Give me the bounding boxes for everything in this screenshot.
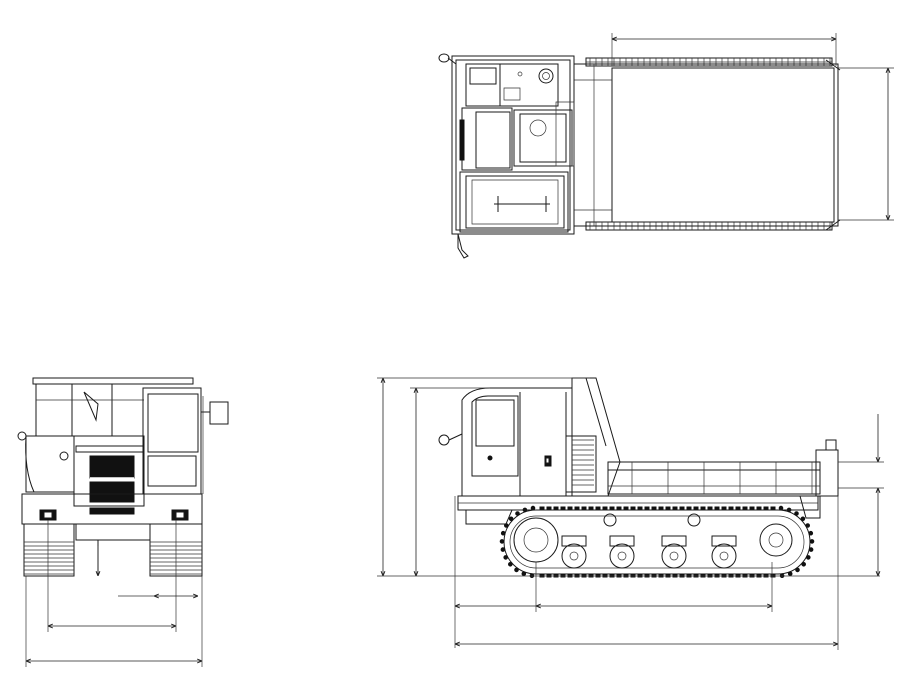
- side-chassis: [458, 496, 818, 524]
- side-cab: [439, 388, 572, 496]
- front-view: [18, 378, 228, 667]
- front-dimensions: [26, 520, 202, 667]
- top-dimensions: [612, 33, 894, 220]
- top-view: [439, 33, 894, 258]
- side-track: [500, 506, 814, 577]
- front-cab: [143, 388, 228, 494]
- side-dump-bed: [608, 440, 838, 518]
- top-dump-bed: [574, 60, 840, 230]
- top-mirrors: [439, 54, 468, 258]
- front-canopy: [33, 378, 193, 436]
- front-tracks: [24, 524, 202, 576]
- top-track-upper: [586, 58, 832, 66]
- front-grille: [74, 436, 144, 514]
- top-cab-area: [452, 56, 574, 234]
- side-view: [377, 378, 884, 650]
- side-dimensions: [377, 378, 884, 650]
- side-engine: [566, 378, 620, 496]
